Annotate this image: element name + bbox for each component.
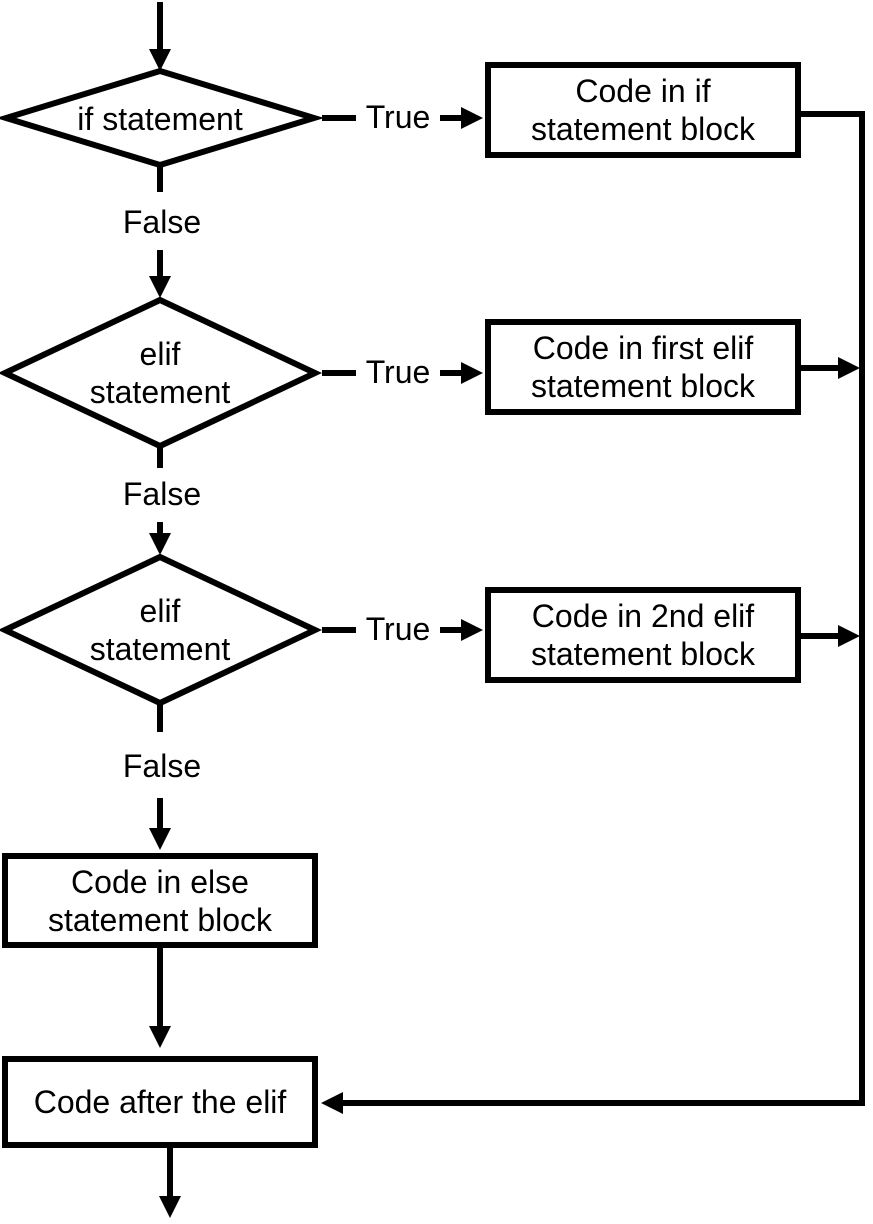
true-label-2: True xyxy=(365,354,431,390)
false-edge-3 xyxy=(149,703,171,850)
end-arrow xyxy=(159,1148,181,1218)
elif2-decision-label: elif statement xyxy=(89,593,231,667)
process-box-elif2: Code in 2nd elif statement block xyxy=(485,587,801,683)
false-label-3: False xyxy=(122,748,202,784)
elif1-merge-arrow xyxy=(801,357,860,379)
true-edge-1 xyxy=(322,107,483,129)
process-box-if: Code in if statement block xyxy=(485,62,801,158)
process-box-after-label: Code after the elif xyxy=(33,1084,287,1120)
start-arrow xyxy=(149,2,171,71)
false-label-2: False xyxy=(122,476,202,512)
elif2-merge-arrow xyxy=(801,625,860,647)
process-box-elif1-label: Code in first elif statement block xyxy=(530,330,756,404)
process-box-elif1: Code in first elif statement block xyxy=(485,319,801,415)
elif1-decision-label: elif statement xyxy=(89,336,231,410)
process-box-after: Code after the elif xyxy=(2,1056,318,1148)
process-box-if-label: Code in if statement block xyxy=(530,73,756,147)
true-label-3: True xyxy=(365,611,431,647)
true-edge-2 xyxy=(322,362,483,384)
true-edge-3 xyxy=(322,619,483,641)
process-box-else-label: Code in else statement block xyxy=(47,863,273,938)
false-edge-2 xyxy=(149,446,171,555)
false-label-1: False xyxy=(122,204,202,240)
if-decision-label: if statement xyxy=(77,101,243,137)
process-box-else: Code in else statement block xyxy=(2,853,318,948)
process-box-elif2-label: Code in 2nd elif statement block xyxy=(530,598,756,672)
else-to-after-arrow xyxy=(149,948,171,1048)
merge-rail xyxy=(321,111,865,1114)
true-label-1: True xyxy=(365,99,431,135)
false-edge-1 xyxy=(149,165,171,298)
